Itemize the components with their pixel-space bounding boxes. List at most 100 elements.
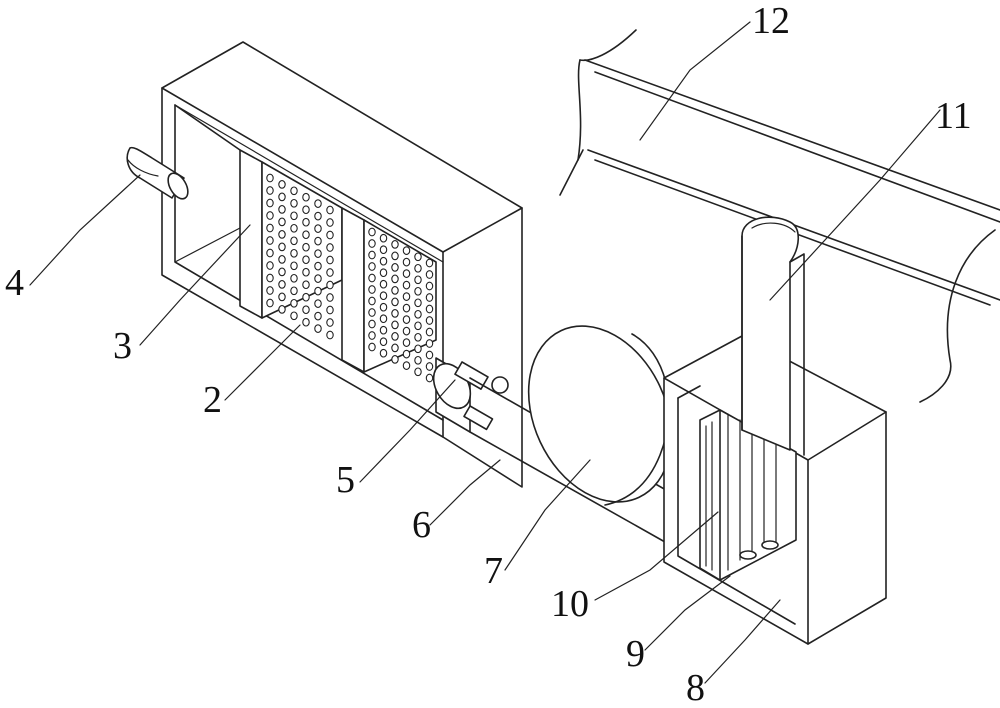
label-part-8: 8 xyxy=(686,667,705,708)
perforation-hole xyxy=(302,192,310,202)
perforation-hole xyxy=(425,304,434,314)
perforation-hole xyxy=(326,218,334,227)
perforation-hole xyxy=(314,261,322,271)
perforation-hole xyxy=(302,205,310,215)
perforation-hole xyxy=(414,321,422,331)
perforation-hole xyxy=(266,198,274,208)
perforation-hole xyxy=(266,298,274,308)
perforation-hole xyxy=(278,255,286,264)
perforation-hole xyxy=(326,255,334,265)
perforation-hole xyxy=(266,211,274,220)
perforation-hole xyxy=(402,315,411,324)
perforation-hole xyxy=(278,267,286,277)
perforation-hole xyxy=(326,293,334,302)
perforation-hole xyxy=(290,223,298,233)
perforation-hole xyxy=(314,249,322,258)
label-part-10: 10 xyxy=(551,583,589,625)
perforation-hole xyxy=(425,339,434,348)
perforation-hole xyxy=(314,274,322,283)
perforation-hole xyxy=(266,273,274,283)
perforation-hole xyxy=(391,332,399,341)
perforation-hole xyxy=(402,246,411,255)
label-part-4: 4 xyxy=(5,262,24,304)
perforation-hole xyxy=(379,348,388,358)
perforation-hole xyxy=(368,273,376,283)
perforation-hole xyxy=(278,305,286,314)
perforation-hole xyxy=(278,242,286,252)
perforation-hole xyxy=(314,211,322,221)
perforation-hole xyxy=(314,236,322,246)
label-part-5: 5 xyxy=(336,459,355,501)
perforation-hole xyxy=(368,250,376,260)
perforation-hole xyxy=(402,338,411,347)
perforation-hole xyxy=(425,258,434,268)
perforation-hole xyxy=(314,311,322,321)
perforation-hole xyxy=(368,285,376,294)
perforation-hole xyxy=(414,252,422,262)
perforation-hole xyxy=(290,311,298,321)
perforation-hole xyxy=(326,205,334,215)
perforation-hole xyxy=(302,230,310,240)
perforation-hole xyxy=(302,267,310,277)
perforation-hole xyxy=(402,257,411,267)
perforation-hole xyxy=(278,292,286,302)
perforation-hole xyxy=(368,262,376,271)
perforation-hole xyxy=(391,343,399,353)
perforation-hole xyxy=(368,296,376,306)
perforation-hole xyxy=(379,291,388,301)
perforation-hole xyxy=(402,280,411,290)
perforation-hole xyxy=(278,205,286,214)
perforation-hole xyxy=(391,309,399,318)
perforation-hole xyxy=(368,308,376,317)
perforation-hole xyxy=(302,242,310,252)
perforation-hole xyxy=(266,236,274,245)
vertical-pipe xyxy=(741,216,805,456)
perforation-hole xyxy=(425,293,434,302)
perforation-hole xyxy=(402,303,411,313)
perforation-hole xyxy=(326,243,334,252)
leader-lines xyxy=(29,21,941,684)
label-part-12: 12 xyxy=(752,0,790,42)
perforation-hole xyxy=(414,355,422,365)
perforation-hole xyxy=(379,325,388,335)
perforation-hole xyxy=(379,279,388,289)
perforation-hole xyxy=(402,292,411,301)
perforation-hole xyxy=(391,263,399,272)
perforation-hole xyxy=(425,362,434,371)
perforation-hole xyxy=(266,186,274,195)
perforation-hole xyxy=(314,324,322,333)
perforation-hole xyxy=(391,355,399,364)
perforation-hole xyxy=(379,302,388,312)
perforation-hole xyxy=(379,245,388,255)
perforation-hole xyxy=(266,173,274,183)
perforation-hole xyxy=(368,319,376,329)
perforation-hole xyxy=(391,320,399,330)
perforation-hole xyxy=(368,239,376,248)
perforation-hole xyxy=(266,286,274,295)
perforation-hole xyxy=(379,337,388,347)
perforation-hole xyxy=(290,298,298,308)
perforation-hole xyxy=(314,224,322,233)
perforation-hole xyxy=(391,286,399,295)
perforation-hole xyxy=(368,227,376,237)
perforation-hole xyxy=(368,331,376,340)
perforation-hole xyxy=(414,332,422,342)
perforation-hole xyxy=(290,248,298,258)
perforation-hole xyxy=(402,349,411,359)
perforation-hole xyxy=(379,268,388,278)
perforation-hole xyxy=(379,314,388,324)
perforation-hole xyxy=(425,327,434,337)
perforation-hole xyxy=(425,281,434,291)
perforation-hole xyxy=(278,180,286,189)
perforation-hole xyxy=(266,223,274,233)
perforation-hole xyxy=(278,230,286,239)
perforation-hole xyxy=(266,261,274,270)
perforation-hole xyxy=(314,286,322,296)
perforation-hole xyxy=(425,373,434,383)
perforation-hole xyxy=(290,186,298,196)
perforation-hole xyxy=(414,275,422,285)
perforation-hole xyxy=(302,305,310,315)
perforation-hole xyxy=(391,251,399,261)
